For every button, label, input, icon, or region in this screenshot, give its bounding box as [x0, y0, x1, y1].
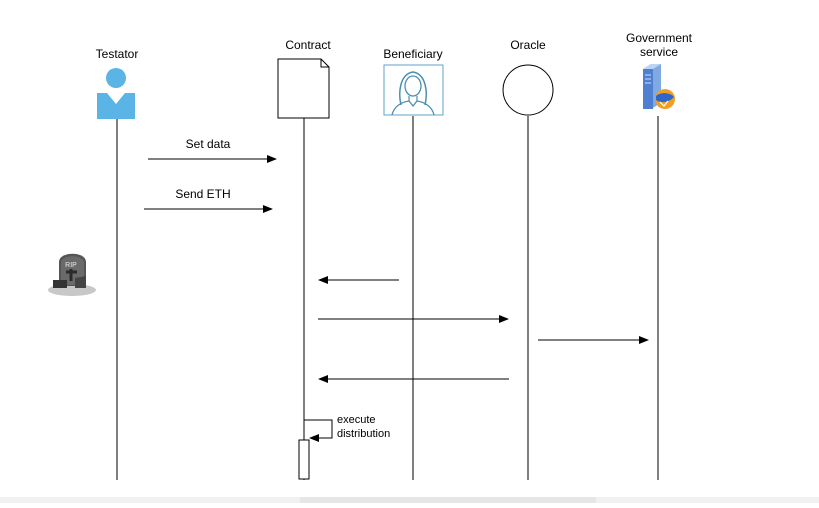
scrollbar-thumb[interactable] — [300, 497, 596, 503]
oracle-label: Oracle — [510, 38, 546, 52]
bottom-scrollbar-track[interactable] — [0, 497, 819, 503]
government-service-label: Government service — [625, 31, 693, 59]
contract-document-icon — [277, 58, 330, 119]
execute-distribution-self-arrow — [304, 419, 333, 442]
contract-label: Contract — [285, 38, 331, 52]
oracle-circle-icon — [502, 64, 554, 116]
government-server-icon — [643, 64, 675, 109]
svg-text:RIP: RIP — [65, 262, 77, 269]
tombstone-rip-icon: RIP — [48, 253, 96, 296]
set-data-label: Set data — [185, 137, 231, 151]
beneficiary-label: Beneficiary — [383, 47, 443, 61]
testator-label: Testator — [95, 47, 139, 61]
contract-activation-bar — [298, 439, 310, 480]
testator-actor-icon — [97, 68, 135, 119]
send-eth-label: Send ETH — [175, 187, 231, 201]
beneficiary-avatar-icon — [383, 64, 444, 116]
execute-distribution-label: execute distribution — [337, 414, 391, 440]
